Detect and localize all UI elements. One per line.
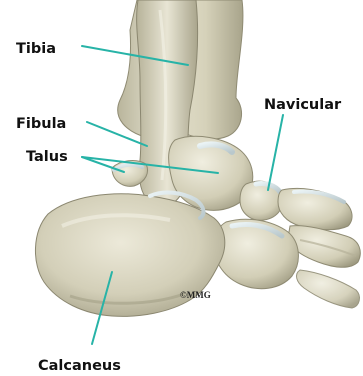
tibia-label: Tibia bbox=[16, 41, 56, 57]
navicular-label: Navicular bbox=[264, 97, 342, 113]
navicular-leader bbox=[268, 115, 283, 190]
fibula-label: Fibula bbox=[16, 116, 66, 132]
talus-label: Talus bbox=[26, 149, 68, 165]
calcaneus-label: Calcaneus bbox=[38, 358, 121, 374]
midfoot-bones bbox=[214, 188, 361, 308]
copyright-notice: ©MMG bbox=[180, 290, 211, 300]
navicular-bone bbox=[240, 181, 283, 220]
